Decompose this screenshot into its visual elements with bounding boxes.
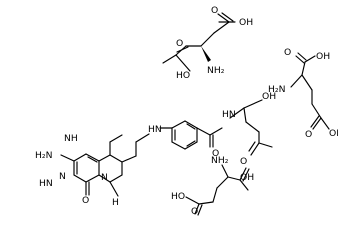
- stereo-wedge: [201, 46, 211, 62]
- atom-label-nh2: NH₂: [211, 155, 229, 166]
- atom-label-n: N: [59, 171, 66, 182]
- atom-label-o: O: [305, 129, 312, 140]
- atom-label-oh: OH: [262, 91, 276, 102]
- atom-label-nh: NH: [64, 133, 78, 144]
- atom-label-oh: OH: [240, 172, 254, 183]
- atom-label-o: O: [240, 156, 247, 167]
- atom-label-o: O: [82, 195, 89, 206]
- glutamate-bottom: [185, 164, 250, 216]
- amide-glutamate: [196, 99, 273, 156]
- atom-label-o: O: [211, 5, 218, 16]
- atom-label-h2n: H₂N: [35, 150, 52, 161]
- atom-label-hn: HN: [148, 124, 162, 135]
- structure-canvas: OH O O HO NH₂ O OH H₂N O OH: [35, 5, 338, 216]
- pteridine-ring: [60, 153, 137, 197]
- atom-label-h2n: H₂N: [268, 84, 285, 95]
- atom-label-o: O: [191, 206, 198, 216]
- atom-label-nh2: NH₂: [207, 65, 225, 76]
- atom-label-oh: OH: [239, 17, 253, 28]
- glutamate-right: [290, 52, 330, 130]
- aminobenzoyl-linker: [109, 127, 173, 157]
- atom-label-oh: OH: [316, 51, 330, 62]
- atom-label-ho: HO: [171, 191, 185, 202]
- molecule-drawing: OH O O HO NH₂ O OH H₂N O OH: [35, 5, 338, 216]
- atom-label-hn: HN: [222, 109, 236, 120]
- glutamate-top: [162, 12, 236, 72]
- atom-label-o: O: [212, 148, 219, 159]
- atom-label-ho: HO: [176, 70, 190, 81]
- atom-label-hn: HN: [39, 178, 53, 189]
- benzene-ring: [171, 120, 198, 150]
- atom-label-n-methyl: N: [101, 172, 108, 183]
- atom-label-o: O: [176, 38, 183, 49]
- atom-label-oh: OH: [329, 128, 338, 139]
- atom-label-o: O: [284, 47, 291, 58]
- atom-label-h: H: [112, 197, 119, 208]
